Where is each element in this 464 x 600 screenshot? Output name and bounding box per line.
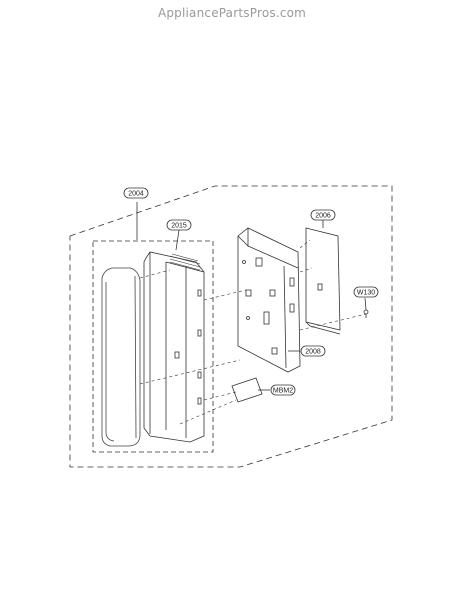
callout-2006-bubble <box>310 209 336 221</box>
callout-2004-bubble <box>123 187 149 199</box>
panel-frame <box>237 227 301 373</box>
leader-w130 <box>364 297 367 311</box>
callout-2006-label: 2006 <box>315 213 331 220</box>
front-cover <box>101 267 141 447</box>
callout-2015-label: 2015 <box>171 223 187 230</box>
callout-w130-label: W130 <box>357 290 375 297</box>
callout-2008-bubble <box>300 345 326 357</box>
callout-2004-label: 2004 <box>128 191 144 198</box>
callout-mbm2-label: MBM2 <box>273 388 293 395</box>
panel-group-boundary <box>92 240 214 453</box>
membrane <box>231 377 263 403</box>
control-panel <box>143 251 205 443</box>
leader-2015 <box>175 229 180 251</box>
callout-mbm2-bubble <box>270 384 296 396</box>
assembly-boundary <box>69 185 393 468</box>
callout-2008-label: 2008 <box>305 349 321 356</box>
pcb-board <box>305 227 341 335</box>
site-watermark: AppliancePartsPros.com <box>157 6 307 20</box>
callout-2015-bubble <box>166 219 192 231</box>
callout-w130-bubble <box>353 286 379 298</box>
